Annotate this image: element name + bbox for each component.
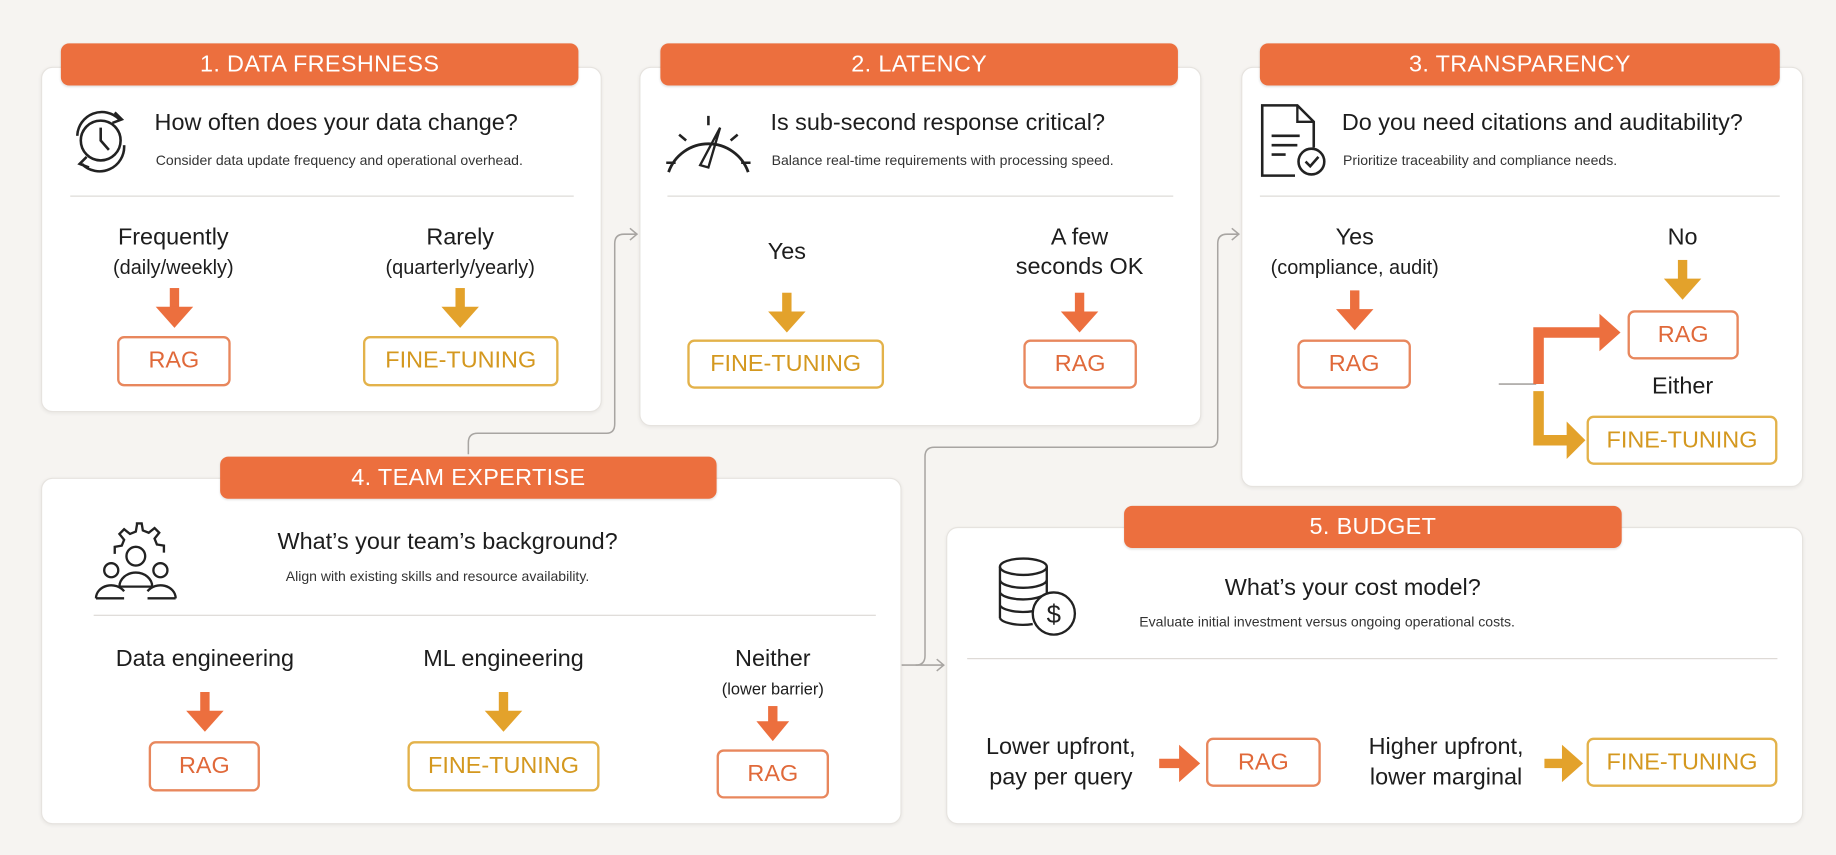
option-rarely: Rarely(quarterly/yearly): [385, 224, 535, 279]
result-fine-tuning: FINE-TUNING: [687, 339, 885, 389]
card-header: 5. BUDGET: [1124, 505, 1622, 548]
option-yes: Yes: [767, 238, 806, 265]
question: Do you need citations and auditability?: [1341, 110, 1743, 136]
subtitle: Consider data update frequency and opera…: [155, 152, 523, 169]
card-header: 2. LATENCY: [660, 43, 1178, 86]
arrow-down-icon: [1060, 292, 1099, 333]
subtitle: Evaluate initial investment versus ongoi…: [1139, 613, 1515, 630]
question: Is sub-second response critical?: [770, 110, 1105, 136]
arrow-down-icon: [155, 288, 194, 328]
svg-text:$: $: [1047, 601, 1061, 629]
arrow-right-icon: [1544, 744, 1584, 783]
result-rag: RAG: [1206, 737, 1321, 787]
connector-1-to-2: [467, 227, 639, 455]
option-higher-upfront: Higher upfront,lower marginal: [1368, 734, 1524, 791]
arrow-down-icon: [1663, 259, 1702, 300]
result-rag: RAG: [1297, 339, 1411, 389]
connector-4-to-3: [901, 227, 1241, 666]
option-frequently: Frequently(daily/weekly): [113, 224, 234, 279]
card-header: 4. TEAM EXPERTISE: [220, 456, 717, 499]
divider: [70, 195, 574, 197]
result-rag: RAG: [1627, 310, 1739, 360]
result-fine-tuning: FINE-TUNING: [1586, 415, 1778, 465]
subtitle: Balance real-time requirements with proc…: [771, 152, 1114, 169]
team-gear-icon: [94, 522, 177, 600]
subtitle: Align with existing skills and resource …: [285, 567, 590, 585]
connector-4-to-5: [915, 658, 945, 672]
subtitle: Prioritize traceability and compliance n…: [1343, 152, 1618, 169]
arrow-down-icon: [756, 706, 790, 742]
coins-dollar-icon: $: [998, 557, 1077, 636]
divider: [1259, 195, 1780, 197]
either-label: Either: [1651, 373, 1714, 400]
speedometer-icon: [666, 115, 751, 173]
clock-refresh-icon: [75, 110, 126, 173]
option-ml-engineering: ML engineering: [423, 646, 584, 673]
arrow-down-icon: [441, 288, 479, 328]
option-lower-upfront: Lower upfront,pay per query: [985, 734, 1136, 791]
result-rag: RAG: [716, 749, 829, 799]
divider: [667, 195, 1174, 197]
card-header: 3. TRANSPARENCY: [1259, 43, 1780, 86]
question: How often does your data change?: [154, 110, 518, 136]
document-check-icon: [1260, 104, 1326, 177]
arrow-down-icon: [1335, 290, 1374, 331]
branch-arrows: [1498, 313, 1621, 459]
result-fine-tuning: FINE-TUNING: [407, 741, 600, 792]
option-data-engineering: Data engineering: [115, 646, 295, 673]
result-fine-tuning: FINE-TUNING: [362, 336, 559, 387]
divider: [93, 614, 876, 616]
question: What’s your team’s background?: [277, 529, 618, 556]
result-fine-tuning: FINE-TUNING: [1586, 737, 1778, 787]
option-no: No: [1667, 224, 1698, 251]
result-rag: RAG: [148, 741, 260, 792]
result-rag: RAG: [1023, 339, 1137, 389]
arrow-down-icon: [484, 692, 523, 732]
card-header: 1. DATA FRESHNESS: [60, 43, 579, 86]
result-rag: RAG: [117, 336, 231, 387]
arrow-right-icon: [1159, 744, 1201, 783]
divider: [967, 658, 1778, 660]
arrow-down-icon: [186, 692, 224, 732]
arrow-down-icon: [768, 292, 806, 333]
question: What’s your cost model?: [1224, 574, 1481, 601]
option-neither: Neither(lower barrier): [721, 646, 824, 698]
option-yes: Yes(compliance, audit): [1270, 224, 1439, 279]
